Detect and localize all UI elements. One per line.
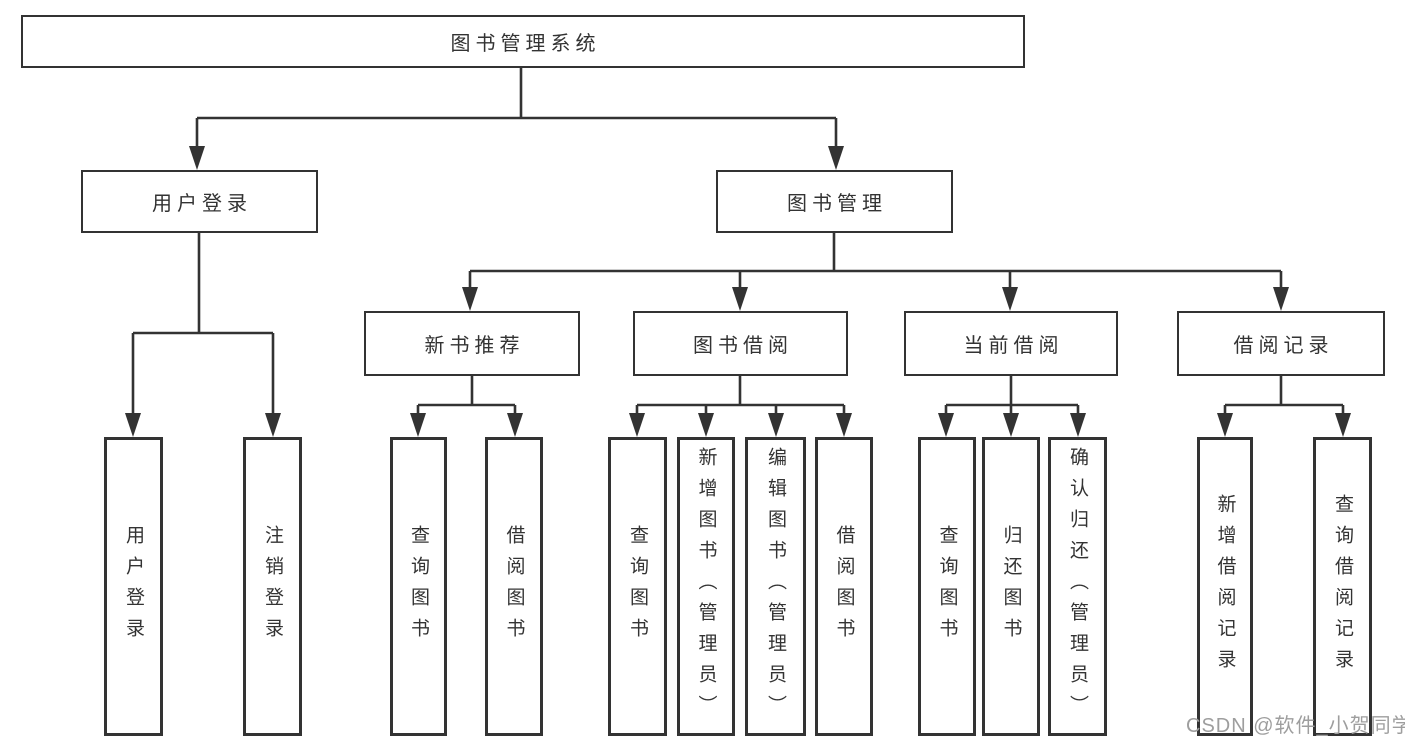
leaf-borrow-book: 借阅图书 xyxy=(815,437,873,736)
connector-user-login xyxy=(125,233,281,437)
node-borrow-records: 借阅记录 xyxy=(1177,311,1385,376)
leaf-current-confirm-admin: 确认归还（管理员） xyxy=(1048,437,1107,736)
connector-current-borrow xyxy=(938,376,1086,437)
leaf-records-query: 查询借阅记录 xyxy=(1313,437,1372,736)
leaf-current-query: 查询图书 xyxy=(918,437,976,736)
node-root-library-system: 图书管理系统 xyxy=(21,15,1025,68)
connector-new-books xyxy=(410,376,523,437)
node-book-mgmt: 图书管理 xyxy=(716,170,953,233)
node-current-borrow: 当前借阅 xyxy=(904,311,1118,376)
leaf-records-add: 新增借阅记录 xyxy=(1197,437,1253,736)
leaf-borrow-add-admin: 新增图书（管理员） xyxy=(677,437,735,736)
leaf-current-return: 归还图书 xyxy=(982,437,1040,736)
leaf-borrow-edit-admin: 编辑图书（管理员） xyxy=(745,437,806,736)
leaf-logout: 注销登录 xyxy=(243,437,302,736)
leaf-newbooks-borrow: 借阅图书 xyxy=(485,437,543,736)
leaf-user-login: 用户登录 xyxy=(104,437,163,736)
node-new-books: 新书推荐 xyxy=(364,311,580,376)
connector-book-borrow xyxy=(629,376,852,437)
leaf-newbooks-query: 查询图书 xyxy=(390,437,447,736)
leaf-borrow-query: 查询图书 xyxy=(608,437,667,736)
watermark: CSDN @软件_小贺同学 xyxy=(1186,715,1405,737)
node-user-login: 用户登录 xyxy=(81,170,318,233)
connector-borrow-records xyxy=(1217,376,1351,437)
connector-book-mgmt xyxy=(462,233,1289,311)
node-book-borrow: 图书借阅 xyxy=(633,311,848,376)
connector-root-to-level2 xyxy=(189,66,844,170)
